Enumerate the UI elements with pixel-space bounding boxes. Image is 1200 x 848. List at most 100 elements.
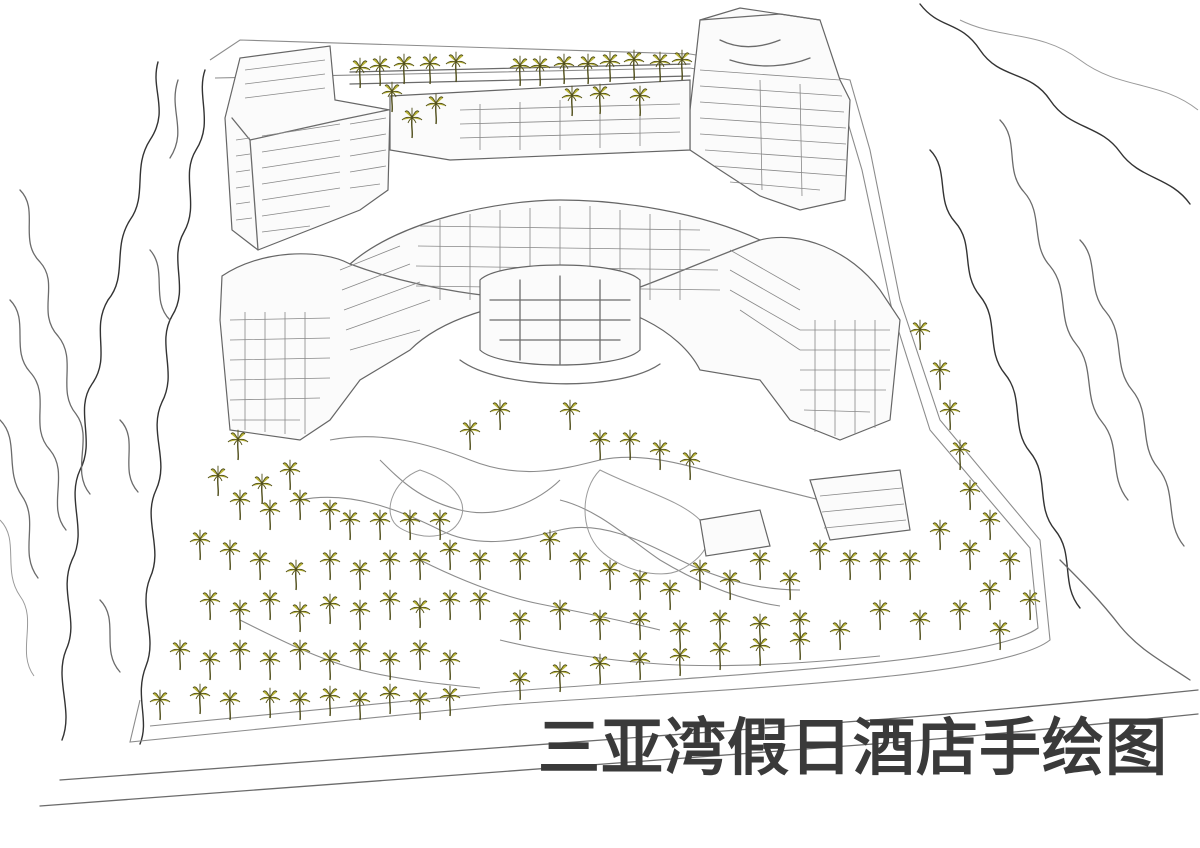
palm-tree-icon xyxy=(339,509,361,541)
palm-tree-icon xyxy=(669,645,691,677)
palm-tree-icon xyxy=(623,49,645,81)
palm-tree-icon xyxy=(379,683,401,715)
tower-top-left xyxy=(224,45,391,251)
palm-tree-icon xyxy=(539,529,561,561)
palm-tree-icon xyxy=(229,599,251,631)
palm-tree-icon xyxy=(629,85,651,117)
palm-tree-icon xyxy=(399,509,421,541)
tower-top-right xyxy=(689,7,851,211)
palm-tree-icon xyxy=(229,639,251,671)
palm-tree-icon xyxy=(949,599,971,631)
palm-tree-icon xyxy=(379,549,401,581)
palm-tree-icon xyxy=(439,589,461,621)
right-tree-band xyxy=(919,3,1199,681)
palm-tree-icon xyxy=(509,609,531,641)
palm-tree-icon xyxy=(709,609,731,641)
palm-tree-icon xyxy=(949,439,971,471)
palm-tree-icon xyxy=(279,459,301,491)
palm-tree-icon xyxy=(599,51,621,83)
palm-tree-icon xyxy=(319,499,341,531)
palm-tree-icon xyxy=(779,569,801,601)
palm-tree-icon xyxy=(749,549,771,581)
palm-tree-icon xyxy=(219,539,241,571)
palm-tree-icon xyxy=(349,559,371,591)
palm-tree-icon xyxy=(619,429,641,461)
palm-tree-icon xyxy=(289,639,311,671)
palm-tree-icon xyxy=(401,107,423,139)
palm-tree-icon xyxy=(379,589,401,621)
palm-tree-icon xyxy=(207,465,229,497)
palm-tree-icon xyxy=(379,649,401,681)
palm-tree-icon xyxy=(219,689,241,721)
palm-tree-icon xyxy=(229,489,251,521)
palm-tree-icon xyxy=(649,51,671,83)
palm-tree-icon xyxy=(409,639,431,671)
palm-tree-icon xyxy=(189,683,211,715)
palm-tree-icon xyxy=(189,529,211,561)
palm-tree-icon xyxy=(869,549,891,581)
palm-tree-icon xyxy=(549,661,571,693)
palm-tree-icon xyxy=(989,619,1011,651)
palm-tree-icon xyxy=(259,589,281,621)
palm-tree-icon xyxy=(749,613,771,645)
palm-tree-icon xyxy=(227,429,249,461)
palm-tree-icon xyxy=(629,649,651,681)
palm-tree-icon xyxy=(999,549,1021,581)
palm-tree-icon xyxy=(589,429,611,461)
palm-tree-icon xyxy=(429,509,451,541)
palm-tree-icon xyxy=(1019,589,1041,621)
palm-tree-icon xyxy=(469,589,491,621)
palm-tree-icon xyxy=(979,509,1001,541)
palm-tree-icon xyxy=(979,579,1001,611)
palm-tree-icon xyxy=(469,549,491,581)
palm-trees xyxy=(149,49,1041,721)
palm-tree-icon xyxy=(509,55,531,87)
palm-tree-icon xyxy=(809,539,831,571)
palm-tree-icon xyxy=(349,57,371,89)
palm-tree-icon xyxy=(369,55,391,87)
palm-tree-icon xyxy=(439,685,461,717)
palm-tree-icon xyxy=(559,399,581,431)
palm-tree-icon xyxy=(319,593,341,625)
palm-tree-icon xyxy=(409,689,431,721)
palm-tree-icon xyxy=(319,549,341,581)
palm-tree-icon xyxy=(909,609,931,641)
palm-tree-icon xyxy=(259,649,281,681)
palm-tree-icon xyxy=(669,619,691,651)
palm-tree-icon xyxy=(679,449,701,481)
palm-tree-icon xyxy=(285,559,307,591)
palm-tree-icon xyxy=(709,639,731,671)
palm-tree-icon xyxy=(149,689,171,721)
palm-tree-icon xyxy=(369,509,391,541)
palm-tree-icon xyxy=(199,649,221,681)
palm-tree-icon xyxy=(659,579,681,611)
caption-title: 三亚湾假日酒店手绘图 xyxy=(538,711,1169,784)
palm-tree-icon xyxy=(569,549,591,581)
left-tree-band xyxy=(0,61,206,745)
palm-tree-icon xyxy=(577,53,599,85)
palm-tree-icon xyxy=(489,399,511,431)
palm-tree-icon xyxy=(589,653,611,685)
palm-tree-icon xyxy=(789,629,811,661)
palm-tree-icon xyxy=(939,399,961,431)
palm-tree-icon xyxy=(289,601,311,633)
palm-tree-icon xyxy=(393,53,415,85)
palm-tree-icon xyxy=(349,639,371,671)
palm-tree-icon xyxy=(349,599,371,631)
palm-tree-icon xyxy=(671,49,693,81)
palm-tree-icon xyxy=(929,359,951,391)
palm-tree-icon xyxy=(409,597,431,629)
main-crescent-building xyxy=(219,199,901,441)
palm-tree-icon xyxy=(289,489,311,521)
palm-tree-icon xyxy=(929,519,951,551)
palm-tree-icon xyxy=(259,687,281,719)
palm-tree-icon xyxy=(599,559,621,591)
palm-tree-icon xyxy=(719,569,741,601)
palm-tree-icon xyxy=(459,419,481,451)
palm-tree-icon xyxy=(589,83,611,115)
palm-tree-icon xyxy=(839,549,861,581)
palm-tree-icon xyxy=(509,549,531,581)
palm-tree-icon xyxy=(319,649,341,681)
palm-tree-icon xyxy=(629,569,651,601)
palm-tree-icon xyxy=(959,479,981,511)
